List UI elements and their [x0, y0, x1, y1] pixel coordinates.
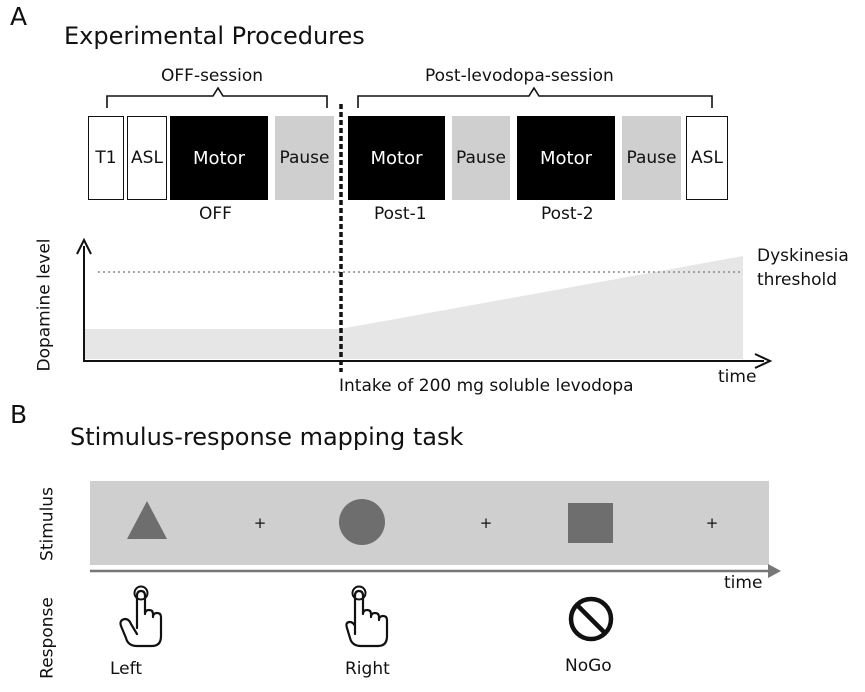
y-axis-arrowhead [76, 237, 92, 255]
panel-b-letter: B [10, 400, 28, 429]
x-axis-label: time [718, 367, 757, 387]
triangle-icon [127, 501, 167, 539]
panel-a-title: Experimental Procedures [64, 22, 365, 50]
stimulus-frame-4: + [429, 481, 543, 565]
pointing-hand-icon [119, 585, 163, 648]
stimulus-frame-6: + [655, 481, 769, 565]
block-pause-1: Pause [275, 116, 334, 200]
response-label-right: Right [345, 659, 390, 679]
dopamine-area [84, 256, 743, 359]
response-label-left: Left [110, 659, 142, 679]
off-session-brace [106, 86, 328, 108]
block-pause-3: Pause [622, 116, 681, 200]
stimulus-frame-1 [90, 481, 204, 565]
block-motor-off: Motor [170, 116, 268, 200]
fixation-cross: + [705, 514, 719, 532]
block-t1: T1 [88, 116, 124, 200]
x-axis-arrowhead [754, 353, 773, 369]
timeline-arrowhead [768, 564, 781, 578]
intake-label: Intake of 200 mg soluble levodopa [339, 376, 634, 396]
fixation-cross: + [253, 514, 267, 532]
time-label-b: time [724, 573, 763, 593]
panel-a-letter: A [10, 2, 28, 31]
block-asl-1: ASL [127, 116, 167, 200]
square-icon [568, 503, 613, 543]
fixation-cross: + [479, 514, 493, 532]
prohibited-icon [568, 596, 614, 642]
panel-b-title: Stimulus-response mapping task [70, 423, 464, 451]
stimulus-frame-3 [316, 481, 430, 565]
threshold-label-line1: Dyskinesia [757, 246, 849, 266]
pointing-hand-icon [345, 585, 389, 648]
block-pause-2: Pause [452, 116, 510, 200]
caption-post-1: Post-1 [374, 204, 427, 224]
response-label-nogo: NoGo [565, 656, 612, 676]
stimulus-frame-2: + [203, 481, 317, 565]
stimulus-frame-5 [542, 481, 656, 565]
post-session-label: Post-levodopa-session [425, 66, 614, 86]
block-asl-2: ASL [686, 116, 728, 200]
caption-post-2: Post-2 [541, 204, 594, 224]
threshold-label-line2: threshold [757, 270, 838, 290]
caption-off: OFF [199, 204, 232, 224]
circle-icon [339, 499, 385, 545]
off-session-label: OFF-session [161, 66, 263, 86]
block-motor-post-2: Motor [517, 116, 615, 200]
post-session-brace [357, 86, 713, 108]
block-motor-post-1: Motor [348, 116, 445, 200]
